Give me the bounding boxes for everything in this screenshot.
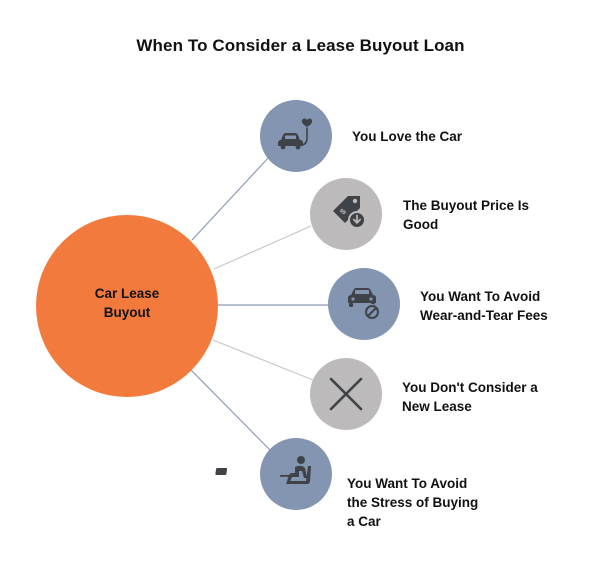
item-label-line: Wear-and-Tear Fees bbox=[420, 308, 548, 323]
node-stress-buying bbox=[215, 438, 332, 510]
connector-5 bbox=[189, 368, 271, 451]
connector-1 bbox=[191, 155, 271, 241]
item-label-line: You Want To Avoid bbox=[420, 289, 541, 304]
center-circle bbox=[36, 215, 218, 397]
center-label-line2: Buyout bbox=[103, 305, 151, 320]
item-label-buyout-price: The Buyout Price Is Good bbox=[403, 196, 529, 234]
car-prohibited-icon bbox=[348, 288, 380, 320]
item-label-line: a Car bbox=[347, 514, 381, 529]
item-label-love-car: You Love the Car bbox=[352, 127, 462, 146]
node-wear-tear bbox=[328, 268, 400, 340]
item-label-line: The Buyout Price Is bbox=[403, 198, 530, 213]
connector-4 bbox=[212, 339, 314, 381]
node-buyout-price: $ bbox=[310, 178, 382, 250]
item-label-line: the Stress of Buying bbox=[347, 495, 479, 510]
item-label-line: You Love the Car bbox=[352, 129, 463, 144]
node-love-car bbox=[260, 100, 332, 172]
item-label-new-lease: You Don't Consider a New Lease bbox=[402, 378, 538, 416]
center-label: Car Lease Buyout bbox=[72, 284, 182, 322]
item-label-line: Good bbox=[403, 217, 439, 232]
item-label-wear-tear: You Want To Avoid Wear-and-Tear Fees bbox=[420, 287, 548, 325]
svg-text:$: $ bbox=[338, 206, 348, 216]
item-label-line: You Want To Avoid bbox=[347, 476, 468, 491]
item-label-stress-buying: You Want To Avoid the Stress of Buying a… bbox=[347, 474, 478, 531]
item-label-line: New Lease bbox=[402, 399, 472, 414]
seated-person-icon bbox=[215, 456, 311, 484]
connector-2 bbox=[213, 225, 312, 270]
price-tag-down-icon: $ bbox=[333, 196, 366, 229]
x-close-icon bbox=[329, 377, 363, 411]
item-label-line: You Don't Consider a bbox=[402, 380, 538, 395]
car-heart-icon bbox=[278, 118, 313, 150]
center-label-line1: Car Lease bbox=[94, 286, 160, 301]
node-new-lease bbox=[310, 358, 382, 430]
page-title: When To Consider a Lease Buyout Loan bbox=[136, 36, 465, 55]
